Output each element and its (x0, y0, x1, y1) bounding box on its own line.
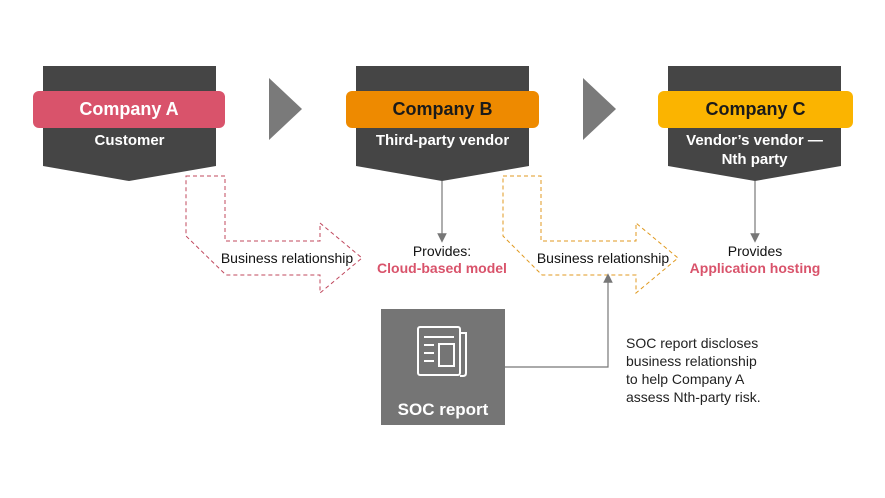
provides-b-prefix: Provides: (412, 243, 472, 259)
company-c-role-line1: Vendor’s vendor — (686, 132, 823, 149)
chevron-right-icon (269, 78, 302, 140)
company-a-role: Customer (94, 132, 165, 149)
company-a-band (33, 91, 225, 128)
provides-b-service: Cloud-based model (377, 260, 507, 276)
business-relationship-arrow-b (502, 175, 679, 295)
newspaper-icon (417, 326, 467, 377)
company-c-block[interactable] (658, 66, 853, 181)
provides-c-service: Application hosting (689, 260, 821, 276)
provides-c-prefix: Provides (727, 243, 783, 259)
soc-note-line: SOC report discloses (626, 335, 759, 351)
company-a-block[interactable] (33, 66, 225, 181)
soc-report-title: SOC report (397, 400, 489, 419)
soc-note-line: assess Nth-party risk. (626, 389, 761, 405)
company-c-band (658, 91, 853, 128)
chevron-right-icon (583, 78, 616, 140)
company-b-block[interactable] (346, 66, 539, 181)
soc-note: SOC report discloses business relationsh… (626, 334, 761, 406)
soc-report-box[interactable] (381, 309, 505, 425)
company-b-name: Company B (392, 99, 493, 119)
business-relationship-arrow-a (185, 175, 363, 295)
business-relationship-label-b: Business relationship (536, 250, 670, 266)
provides-b: Provides: Cloud-based model (362, 243, 522, 277)
company-b-band (346, 91, 539, 128)
business-relationship-label-a: Business relationship (220, 250, 354, 266)
soc-note-line: business relationship (626, 353, 757, 369)
soc-note-line: to help Company A (626, 371, 745, 387)
soc-connector (505, 273, 613, 368)
company-a-name: Company A (79, 99, 179, 119)
company-c-role-line2: Nth party (721, 151, 788, 168)
company-b-role: Third-party vendor (375, 132, 510, 149)
company-c-name: Company C (705, 99, 806, 119)
provides-c: Provides Application hosting (675, 243, 835, 277)
